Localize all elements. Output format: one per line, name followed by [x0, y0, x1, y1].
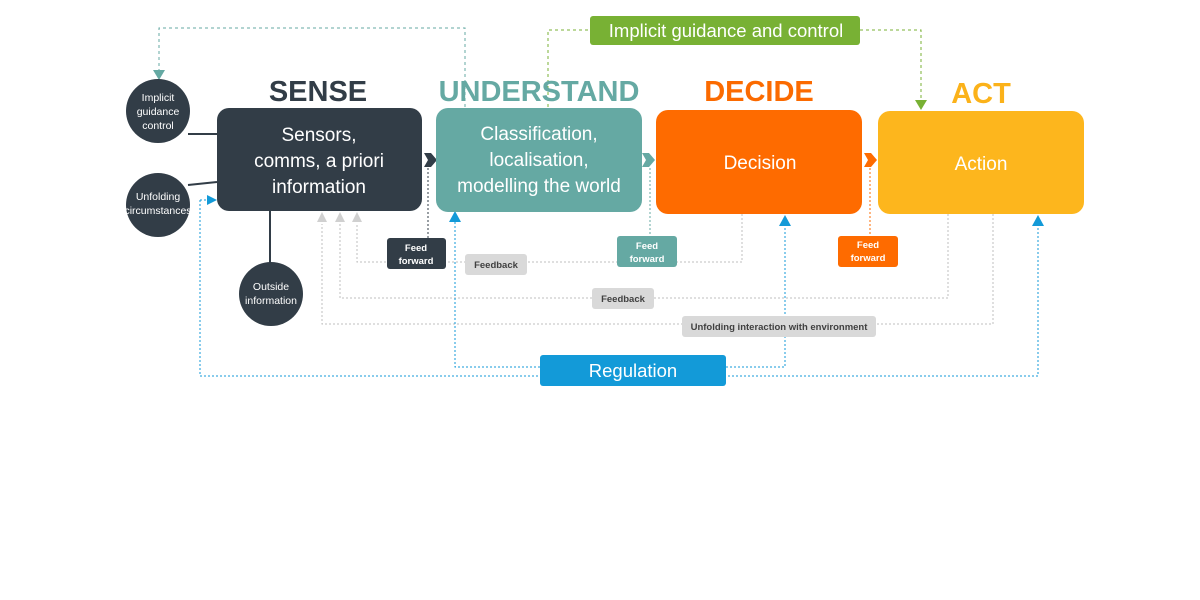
unfolding-circle-connector	[187, 181, 218, 186]
green-guidance-right-line	[860, 29, 922, 100]
implicit-circle-line-2: guidance	[137, 106, 180, 118]
decide-feedback-tag-text: Feedback	[474, 260, 519, 271]
understand-feedforward-tag-line-2: forward	[630, 254, 665, 265]
decide-box: Decision	[656, 110, 862, 214]
unfolding-circle-line-2: circumstances	[124, 205, 191, 217]
decide-feedback-arrowhead	[352, 212, 362, 222]
decide-feedforward-tag-line-2: forward	[851, 253, 886, 264]
sense-box-line-3: information	[272, 177, 366, 198]
act-title: ACT	[951, 78, 1011, 110]
understand-feedforward-tag-line-1: Feed	[636, 241, 658, 252]
implicit-circle-line-1: Implicit	[142, 92, 175, 104]
regulation-decide-arrowhead	[779, 215, 791, 226]
implicit-guidance-banner: Implicit guidance and control	[590, 16, 860, 45]
act-box-text: Action	[955, 154, 1008, 175]
act-box: Action	[878, 111, 1084, 214]
sense-feedforward-tag: Feed forward	[387, 238, 446, 269]
environment-interaction-tag: Unfolding interaction with environment	[682, 316, 876, 337]
unfolding-circumstances-circle: Unfolding circumstances	[124, 173, 192, 237]
outside-information-circle: Outside information	[239, 262, 303, 326]
unfolding-circle-line-1: Unfolding	[136, 191, 181, 203]
sense-box-line-1: Sensors,	[282, 125, 357, 146]
decide-feedforward-tag: Feed forward	[838, 236, 898, 267]
regulation-outer-loop-line	[199, 200, 1039, 377]
decide-feedback-tag: Feedback	[465, 254, 527, 275]
understand-box-line-1: Classification,	[480, 124, 597, 145]
regulation-act-arrowhead	[1032, 215, 1044, 226]
green-guidance-left-line	[547, 29, 590, 107]
sense-feedforward-tag-line-2: forward	[399, 256, 434, 267]
green-guidance-arrowhead	[915, 100, 927, 110]
regulation-sense-arrowhead	[207, 195, 217, 205]
decide-to-act-arrow	[864, 153, 877, 167]
environment-loop-arrowhead	[317, 212, 327, 222]
outside-circle-line-2: information	[245, 295, 297, 307]
regulation-banner-text: Regulation	[589, 360, 677, 381]
implicit-circle-line-3: control	[142, 120, 174, 132]
regulation-understand-arrowhead	[449, 211, 461, 222]
decide-box-text: Decision	[724, 153, 797, 174]
act-feedback-arrowhead	[335, 212, 345, 222]
sense-feedforward-tag-line-1: Feed	[405, 243, 427, 254]
implicit-guidance-circle-arrowhead	[153, 70, 165, 80]
understand-feedforward-tag: Feed forward	[617, 236, 677, 267]
implicit-guidance-control-circle: Implicit guidance control	[126, 79, 190, 143]
understand-title: UNDERSTAND	[439, 76, 640, 108]
decide-feedback-loop-line	[356, 214, 743, 263]
outside-circle-line-1: Outside	[253, 281, 289, 293]
sense-box: Sensors, comms, a priori information	[217, 108, 422, 211]
act-feedback-tag-text: Feedback	[601, 294, 646, 305]
understand-box-line-2: localisation,	[489, 150, 588, 171]
sense-box-line-2: comms, a priori	[254, 151, 384, 172]
act-feedback-tag: Feedback	[592, 288, 654, 309]
understand-box: Classification, localisation, modelling …	[436, 108, 642, 212]
decide-title: DECIDE	[704, 76, 814, 108]
sense-to-understand-arrow	[424, 153, 437, 167]
implicit-guidance-banner-text: Implicit guidance and control	[609, 20, 843, 41]
understand-to-decide-arrow	[642, 153, 655, 167]
understand-box-line-3: modelling the world	[457, 176, 621, 197]
environment-loop-line	[321, 214, 994, 325]
decide-feedforward-tag-line-1: Feed	[857, 240, 879, 251]
sense-title: SENSE	[269, 76, 367, 108]
environment-interaction-tag-text: Unfolding interaction with environment	[691, 322, 869, 333]
regulation-banner: Regulation	[540, 355, 726, 386]
